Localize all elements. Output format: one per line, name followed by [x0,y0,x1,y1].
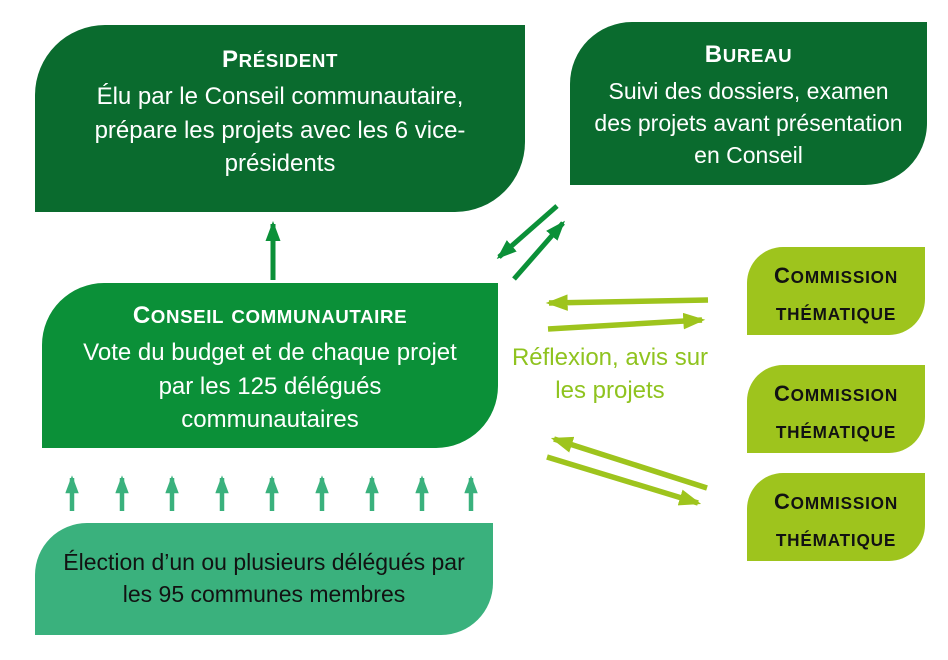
arrow-commission3-to-conseil [550,436,708,491]
commission-title-2: COMMISSION THÉMATIQUE [773,381,899,442]
commission-box-2: COMMISSION THÉMATIQUE [747,365,925,453]
arrow-commission1-to-conseil [545,294,709,311]
bureau-box: BUREAU Suivi des dossiers, examen des pr… [570,22,927,185]
commission-title-1: COMMISSION THÉMATIQUE [773,263,899,324]
bureau-body: Suivi des dossiers, examen des projets a… [594,78,903,169]
president-box: PRÉSIDENT Élu par le Conseil communautai… [35,25,525,212]
conseil-title: CONSEIL COMMUNAUTAIRE [132,302,408,329]
conseil-body: Vote du budget et de chaque projet par l… [83,339,457,434]
bureau-title: BUREAU [704,41,793,68]
president-body: Élu par le Conseil communautaire, prépar… [94,83,466,178]
arrow-conseil-to-bureau [512,220,565,281]
arrow-conseil-to-commission1 [547,312,706,332]
reflexion-label: Réflexion, avis sur les projets [511,344,709,405]
election-body: Élection d’un ou plusieurs délégués par … [63,549,465,608]
arrow-bureau-to-conseil [496,204,559,259]
election-box: Élection d’un ou plusieurs délégués par … [35,523,493,635]
commission-title-3: COMMISSION THÉMATIQUE [773,489,899,550]
president-title: PRÉSIDENT [222,46,338,73]
commission-box-3: COMMISSION THÉMATIQUE [747,473,925,561]
commission-box-1: COMMISSION THÉMATIQUE [747,247,925,335]
arrow-conseil-to-commission3 [546,454,702,506]
conseil-box: CONSEIL COMMUNAUTAIRE Vote du budget et … [42,283,498,448]
